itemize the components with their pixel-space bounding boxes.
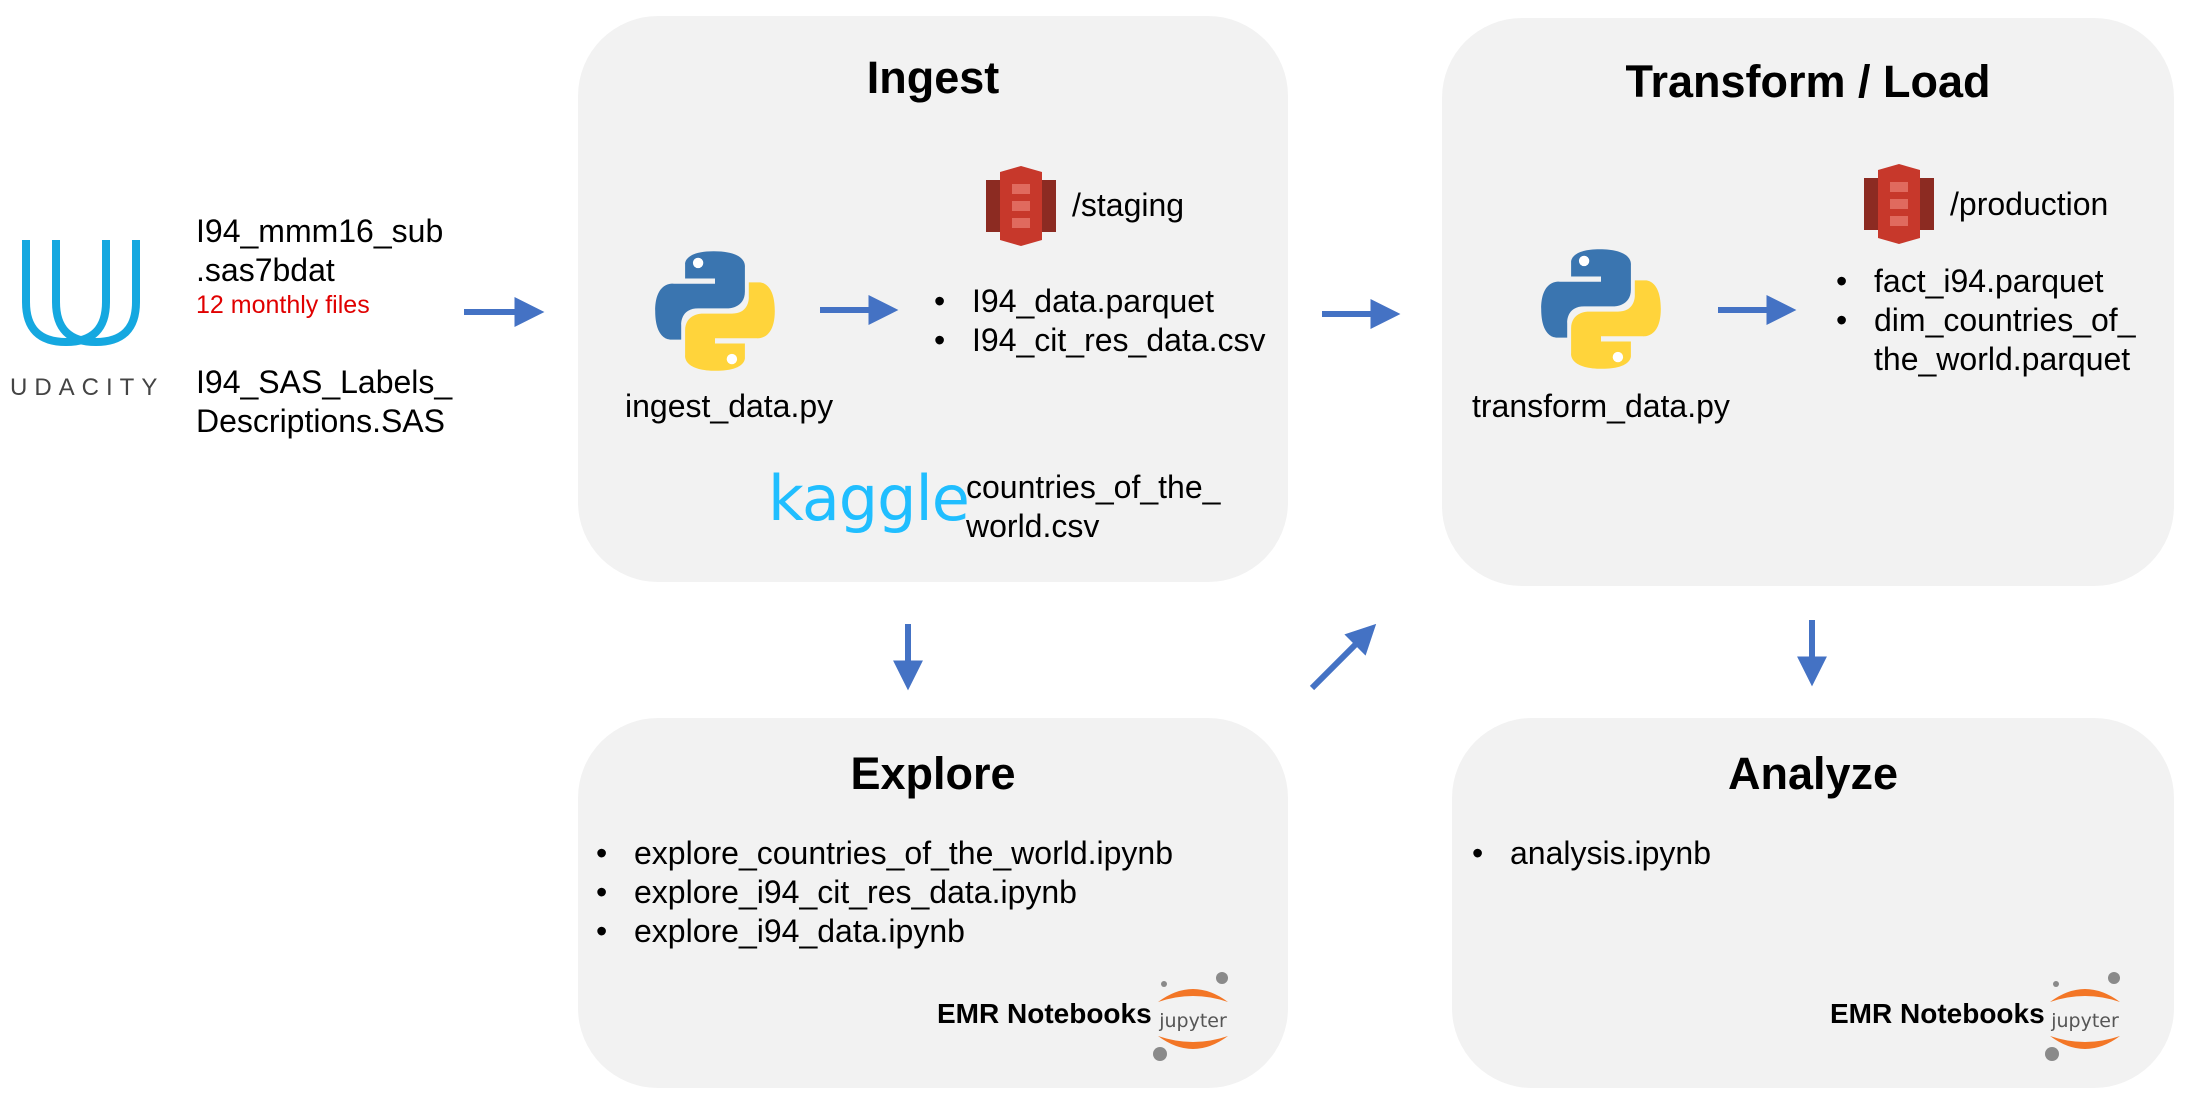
analyze-panel	[1452, 718, 2174, 1088]
kaggle-file: countries_of_the_ world.csv	[966, 468, 1220, 546]
production-bucket-label: /production	[1950, 186, 2109, 222]
list-item: I94_cit_res_data.csv	[934, 321, 1266, 360]
explore-title: Explore	[850, 748, 1016, 799]
list-item: explore_i94_cit_res_data.ipynb	[596, 873, 1173, 912]
source-file-2-line2: Descriptions.SAS	[196, 403, 445, 439]
list-item: I94_data.parquet	[934, 282, 1266, 321]
monthly-files-note: 12 monthly files	[196, 291, 370, 319]
kaggle-logo: kaggle	[768, 462, 970, 535]
jupyter-icon: jupyter	[2045, 972, 2120, 1061]
jupyter-icon: jupyter	[1153, 972, 1228, 1061]
source-file-1-line1: I94_mmm16_sub	[196, 213, 444, 249]
python-icon	[1541, 249, 1661, 369]
udacity-wordmark: UDACITY	[10, 374, 165, 401]
list-item: dim_countries_of_ the_world.parquet	[1836, 301, 2135, 379]
list-item: explore_countries_of_the_world.ipynb	[596, 834, 1173, 873]
source-file-1: I94_mmm16_sub .sas7bdat 12 monthly files	[196, 212, 443, 320]
analyze-notebook-list: analysis.ipynb	[1472, 834, 1711, 873]
explore-notebook-list: explore_countries_of_the_world.ipynb exp…	[596, 834, 1173, 951]
ingest-script-label: ingest_data.py	[625, 388, 834, 424]
jupyter-wordmark: jupyter	[2050, 1010, 2119, 1032]
kaggle-file-line1: countries_of_the_	[966, 469, 1221, 505]
s3-bucket-icon	[986, 166, 1056, 246]
staging-bucket-label: /staging	[1072, 187, 1185, 223]
jupyter-wordmark: jupyter	[1158, 1010, 1227, 1032]
kaggle-file-line2: world.csv	[966, 508, 1100, 544]
list-item-text: dim_countries_of_	[1874, 302, 2136, 338]
source-file-2: I94_SAS_Labels_ Descriptions.SAS	[196, 363, 452, 441]
production-output-list: fact_i94.parquet dim_countries_of_ the_w…	[1836, 262, 2135, 379]
list-item: analysis.ipynb	[1472, 834, 1711, 873]
s3-bucket-icon	[1864, 164, 1934, 244]
udacity-logo-icon	[22, 240, 140, 347]
python-icon	[655, 251, 775, 371]
transform-title: Transform / Load	[1625, 56, 1991, 107]
staging-output-list: I94_data.parquet I94_cit_res_data.csv	[934, 282, 1266, 360]
list-item: explore_i94_data.ipynb	[596, 912, 1173, 951]
source-file-2-line1: I94_SAS_Labels_	[196, 364, 453, 400]
analyze-title: Analyze	[1727, 748, 1899, 799]
source-file-1-line2: .sas7bdat	[196, 252, 335, 288]
list-item-text-continued: the_world.parquet	[1874, 341, 2131, 377]
transform-script-label: transform_data.py	[1472, 388, 1730, 424]
list-item: fact_i94.parquet	[1836, 262, 2135, 301]
ingest-title: Ingest	[866, 52, 1000, 103]
emr-notebooks-label: EMR Notebooks	[1830, 998, 2045, 1029]
arrow-explore-to-transform	[1309, 623, 1377, 691]
emr-notebooks-label: EMR Notebooks	[937, 998, 1152, 1029]
